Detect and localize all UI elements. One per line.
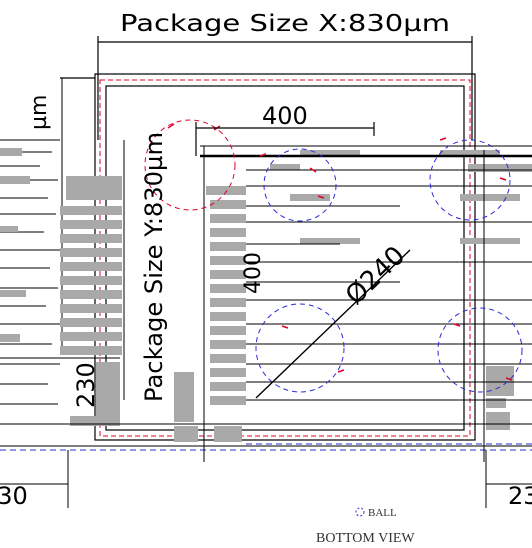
package-x-label: Package Size X:830µm [120, 11, 450, 37]
pitch-vertical-label: 400 [241, 252, 266, 294]
view-title: BOTTOM VIEW [316, 531, 415, 546]
gray-stripe-column-c [486, 366, 514, 430]
ball-bottom-left [255, 303, 345, 393]
legend-ball-label: BALL [368, 507, 397, 519]
ball-grid [144, 119, 523, 393]
red-tick-marks [167, 123, 513, 381]
ball-top-mid [263, 148, 337, 222]
package-x-dimension: Package Size X:830µm [97, 11, 473, 140]
ball-bottom-right [437, 307, 523, 393]
left-clipped-unit: µm [27, 95, 52, 130]
blue-dash-lines [0, 443, 532, 451]
bottom-right-edge-label: 230 [508, 482, 532, 510]
bottom-left-edge-label: 230 [0, 482, 28, 510]
edge-vertical-label: 230 [72, 362, 100, 408]
ball-centerline-verticals [123, 140, 485, 462]
legend: BALL BOTTOM VIEW [316, 507, 415, 546]
ball-top-right [429, 139, 511, 221]
top-right-gray-bands [270, 150, 532, 244]
ball-legend-icon [355, 507, 365, 517]
ball-top-left [144, 119, 236, 211]
gray-stripe-column-a [60, 176, 122, 426]
left-gray-blocks [0, 148, 30, 342]
package-y-label: Package Size Y:830µm [140, 132, 168, 402]
gray-stripe-column-b [174, 186, 246, 442]
bottom-edge-dimensions: 230 230 [0, 450, 532, 510]
pitch-horizontal-dimension: 400 [195, 102, 375, 156]
pitch-horizontal-label: 400 [262, 102, 308, 130]
